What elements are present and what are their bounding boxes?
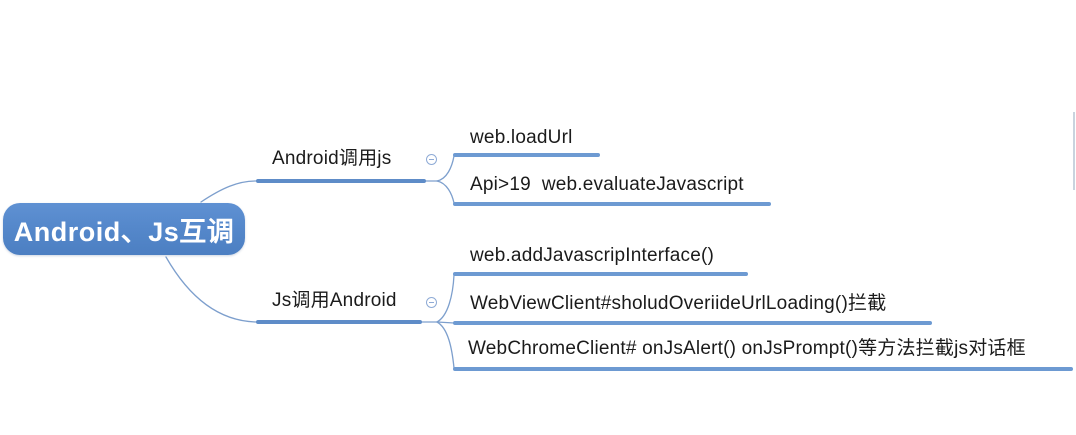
child-underline [453, 153, 600, 157]
branch-topic-js-calls-android[interactable]: Js调用Android [272, 290, 397, 311]
child-topic-addjavascriptinterface[interactable]: web.addJavascripInterface() [470, 245, 715, 266]
child-underline [453, 321, 932, 325]
collapse-minus-icon[interactable] [426, 154, 437, 165]
child-topic-evaluatejavascript[interactable]: Api>19 web.evaluateJavascript [470, 174, 744, 195]
connector-branch2-child2 [436, 321, 455, 324]
branch1-underline [256, 179, 426, 183]
collapse-minus-icon[interactable] [426, 297, 437, 308]
root-topic-label: Android、Js互调 [13, 216, 235, 247]
child-underline [453, 202, 771, 206]
clipped-right-edge-artifact [1073, 112, 1075, 190]
child-topic-webchromeclient-dialogs[interactable]: WebChromeClient# onJsAlert() onJsPrompt(… [468, 338, 1026, 359]
branch2-underline [256, 320, 422, 324]
branch-topic-android-calls-js[interactable]: Android调用js [272, 148, 392, 169]
connector-root-branch1 [200, 180, 257, 203]
child-underline [453, 272, 748, 276]
connector-root-branch2 [165, 256, 257, 323]
connector-branch1-child2 [436, 180, 455, 204]
root-topic[interactable]: Android、Js互调 [3, 203, 245, 255]
child-topic-web-loadurl[interactable]: web.loadUrl [470, 127, 573, 148]
child-underline [453, 367, 1073, 371]
child-topic-shouldoverrideurlloading[interactable]: WebViewClient#sholudOveriideUrlLoading()… [470, 293, 887, 314]
connector-branch1-child1 [436, 155, 455, 182]
connector-branch2-child3 [436, 321, 455, 369]
connector-branch2-child1 [436, 274, 455, 323]
